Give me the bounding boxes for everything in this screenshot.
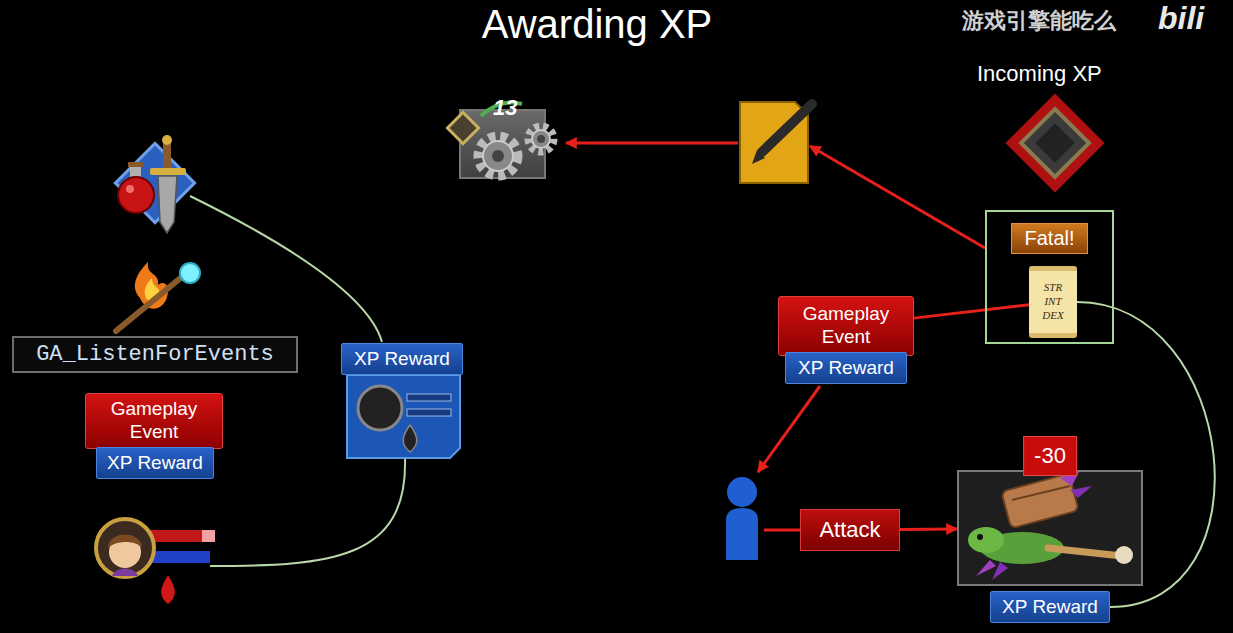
attribute-list: STR INT DEX	[1039, 281, 1067, 322]
ability-name-box: GA_ListenForEvents	[12, 336, 298, 373]
pawn-icon	[726, 508, 758, 560]
enemy-illustration	[1048, 548, 1122, 556]
gear-icon	[532, 130, 550, 148]
damage-number: -30	[1023, 436, 1077, 476]
item-icon	[118, 177, 154, 213]
gear-icon	[447, 112, 478, 143]
watermark: 游戏引擎能吃么	[962, 6, 1116, 36]
pawn-icon	[727, 477, 757, 507]
character-portrait	[202, 530, 215, 542]
character-portrait	[148, 551, 210, 563]
gear-icon	[492, 150, 504, 162]
enemy-illustration	[1070, 486, 1092, 498]
enemy-illustration	[958, 470, 1142, 585]
flow-arrow	[810, 146, 985, 248]
item-icon	[128, 162, 143, 167]
flow-arrow	[758, 386, 820, 472]
gear-icon	[483, 141, 513, 171]
staff-icon	[180, 263, 200, 283]
reward-doc-icon	[347, 375, 460, 458]
edit-doc-icon	[752, 150, 765, 164]
flow-arrow	[566, 142, 738, 145]
enemy-illustration	[992, 562, 1008, 580]
xp-reward-tag: XP Reward	[785, 352, 907, 384]
flow-arrow	[764, 529, 800, 532]
xp-diamond-icon	[1006, 94, 1105, 193]
attack-box: Attack	[800, 509, 900, 551]
callout-number: 13	[493, 95, 517, 121]
icon-caption: Incoming XP	[977, 61, 1102, 87]
event-label: Gameplay Event	[98, 398, 210, 444]
item-icon	[158, 176, 177, 233]
xp-diamond-icon	[1021, 109, 1089, 177]
xp-reward-tag: XP Reward	[990, 591, 1110, 623]
ability-name: GA_ListenForEvents	[36, 342, 274, 367]
staff-icon	[116, 276, 183, 331]
gear-icon	[537, 135, 545, 143]
attack-label: Attack	[819, 517, 880, 543]
gear-icon	[478, 136, 518, 176]
pawn-icon	[726, 477, 758, 560]
item-icon	[162, 135, 172, 145]
reward-doc-icon	[407, 409, 451, 416]
gameplay-event-tag: Gameplay Event	[85, 393, 223, 449]
reward-curve	[1077, 302, 1215, 607]
item-icon	[115, 143, 194, 222]
xp-diamond-icon	[1006, 94, 1105, 193]
reward-label: XP Reward	[107, 452, 203, 474]
enemy-picture-box: -30	[957, 470, 1143, 586]
xp-reward-tag: XP Reward	[341, 343, 463, 375]
attack-arrow	[900, 527, 957, 531]
reward-doc-icon	[358, 386, 402, 430]
item-icon	[115, 135, 194, 233]
xp-reward-tag: XP Reward	[96, 447, 214, 479]
enemy-illustration	[976, 560, 996, 576]
event-link	[914, 305, 1029, 318]
item-icon	[126, 185, 134, 193]
reward-doc-icon	[403, 425, 417, 452]
gameplay-event-tag: Gameplay Event	[778, 296, 914, 356]
character-portrait	[161, 575, 175, 604]
flow-arrow	[566, 143, 985, 530]
edit-doc-icon	[740, 102, 812, 183]
reward-doc-icon	[347, 375, 460, 458]
reward-label: XP Reward	[1002, 596, 1098, 618]
event-label: Gameplay Event	[790, 303, 902, 349]
enemy-illustration	[958, 471, 1142, 585]
wire	[210, 458, 405, 566]
enemy-illustration	[968, 527, 1004, 553]
fatal-badge: Fatal!	[1011, 223, 1087, 254]
attribute-scroll: STR INT DEX	[1029, 266, 1077, 338]
enemy-illustration	[1115, 546, 1133, 564]
character-portrait	[108, 535, 142, 549]
diagram-title: Awarding XP	[397, 2, 797, 47]
enemy-illustration	[1012, 486, 1070, 500]
fatal-frame: Fatal! STR INT DEX	[985, 210, 1114, 344]
staff-icon	[116, 262, 200, 331]
character-portrait	[96, 519, 215, 604]
reward-label: XP Reward	[798, 357, 894, 379]
enemy-illustration	[977, 534, 983, 540]
xp-diamond-icon	[1035, 123, 1075, 163]
wire	[190, 196, 382, 342]
reward-label: XP Reward	[354, 348, 450, 370]
gear-icon	[528, 126, 554, 152]
character-portrait	[112, 569, 138, 577]
logo-text: bili	[1158, 0, 1204, 37]
item-icon	[150, 168, 186, 175]
edit-doc-icon	[762, 104, 812, 152]
reward-doc-icon	[407, 394, 451, 401]
character-portrait	[96, 519, 154, 577]
